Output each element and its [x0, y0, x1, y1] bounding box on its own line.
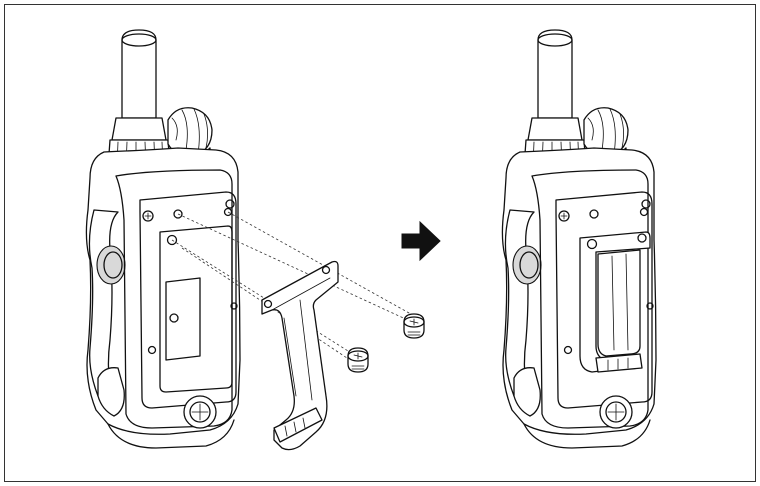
diagram-border	[4, 4, 756, 482]
screw-upper	[403, 313, 425, 339]
label-area	[165, 277, 201, 361]
arrow-right-icon	[401, 220, 441, 262]
mount-hole-top	[166, 234, 178, 246]
mount-hole-bottom	[169, 313, 179, 323]
screw-lower	[347, 347, 369, 373]
radio-after	[501, 29, 657, 449]
belt-clip-installed	[579, 231, 651, 373]
belt-clip	[261, 260, 339, 451]
radio-before	[85, 29, 241, 449]
